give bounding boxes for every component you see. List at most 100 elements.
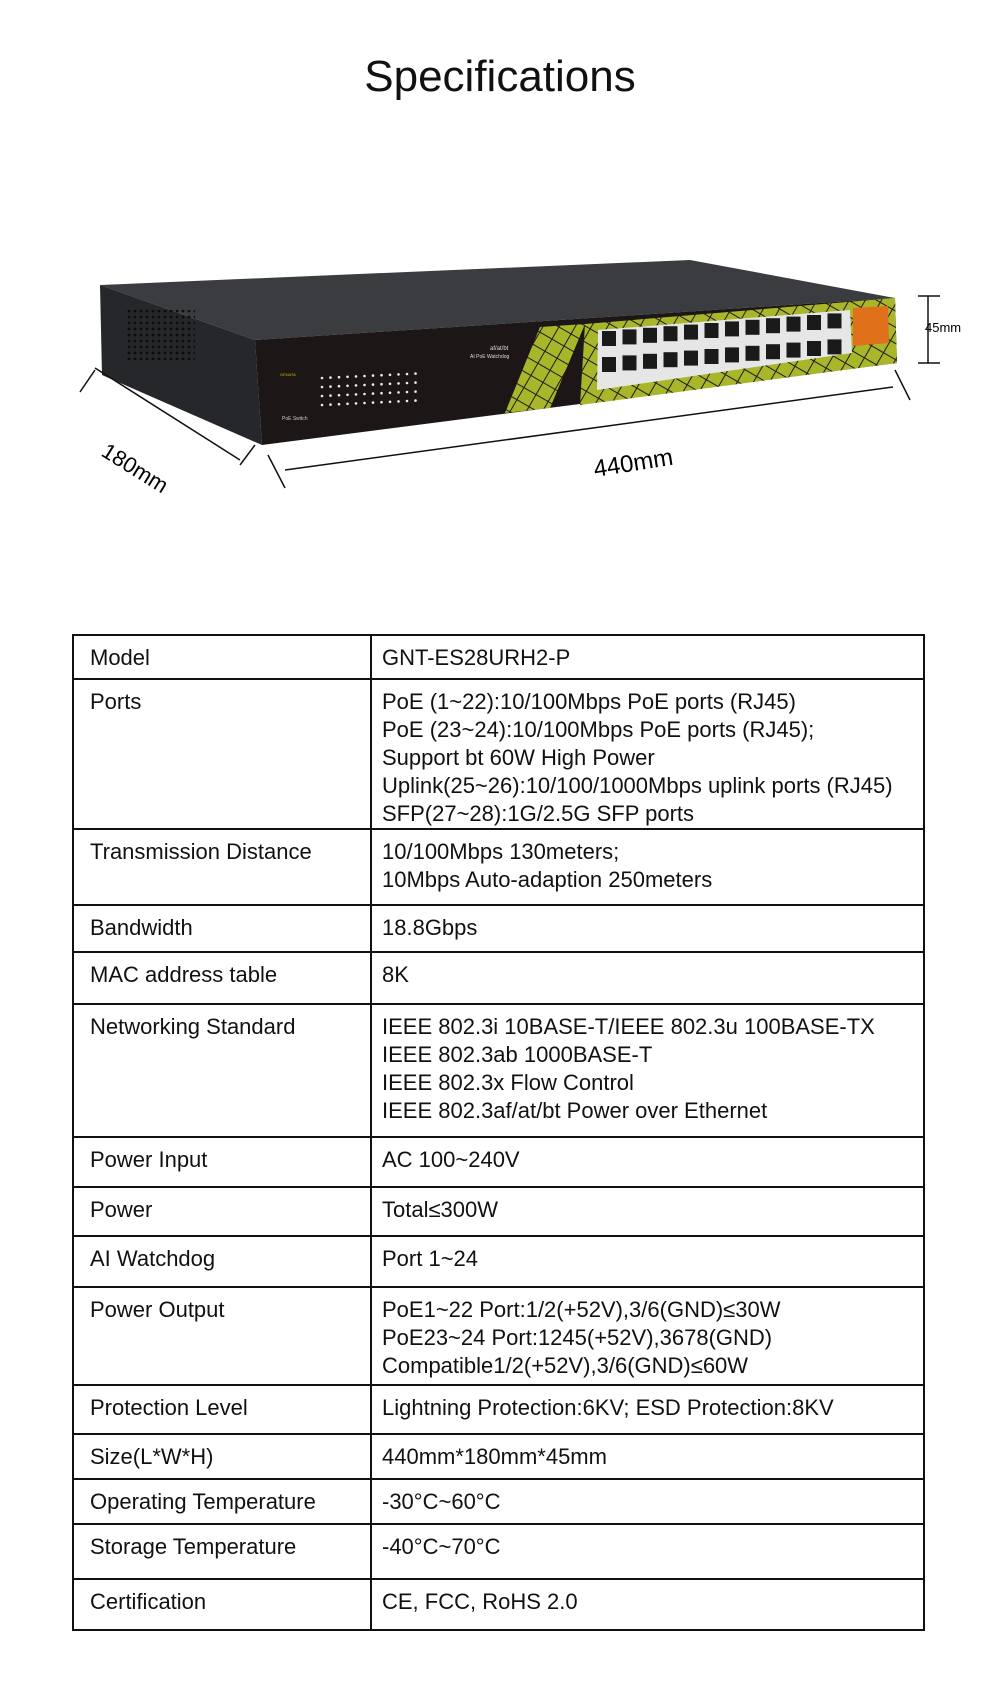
led bbox=[354, 393, 358, 396]
led bbox=[329, 394, 332, 397]
led bbox=[405, 381, 409, 385]
spec-value-line: 8K bbox=[382, 962, 409, 987]
spec-value: 440mm*180mm*45mm bbox=[370, 1433, 925, 1480]
spec-key: Power bbox=[72, 1186, 372, 1237]
rj45-port bbox=[745, 319, 760, 335]
spec-row: Operating Temperature-30°C~60°C bbox=[72, 1478, 925, 1525]
led bbox=[405, 399, 409, 403]
led bbox=[388, 400, 392, 404]
rj45-port bbox=[766, 318, 780, 334]
spec-value-line: Uplink(25~26):10/100/1000Mbps uplink por… bbox=[382, 773, 893, 798]
led bbox=[397, 373, 400, 376]
spec-value: Lightning Protection:6KV; ESD Protection… bbox=[370, 1384, 925, 1435]
rj45-port bbox=[725, 321, 739, 337]
led bbox=[397, 391, 400, 394]
spec-key: Size(L*W*H) bbox=[72, 1433, 372, 1480]
led bbox=[329, 385, 332, 388]
spec-key: Ports bbox=[72, 678, 372, 830]
spec-value: Total≤300W bbox=[370, 1186, 925, 1237]
height-dimension: 45mm bbox=[925, 320, 961, 335]
spec-key: Transmission Distance bbox=[72, 828, 372, 906]
rj45-port bbox=[643, 327, 657, 343]
led bbox=[414, 381, 417, 384]
spec-value-line: PoE (23~24):10/100Mbps PoE ports (RJ45); bbox=[382, 717, 815, 742]
rj45-port bbox=[704, 323, 719, 338]
led bbox=[354, 402, 358, 405]
width-dimension: 180mm bbox=[97, 438, 172, 498]
led bbox=[337, 384, 341, 388]
led bbox=[354, 384, 358, 387]
rj45-port bbox=[684, 350, 698, 366]
front-label: af/at/bt bbox=[490, 346, 509, 352]
led bbox=[405, 390, 409, 394]
rj45-port bbox=[663, 326, 678, 342]
led-indicators bbox=[320, 372, 417, 407]
spec-value-line: AC 100~240V bbox=[382, 1147, 520, 1172]
led bbox=[371, 383, 375, 386]
rj45-port bbox=[663, 352, 678, 368]
led bbox=[371, 374, 375, 377]
spec-row: Ports PoE (1~22):10/100Mbps PoE ports (RJ… bbox=[72, 678, 925, 830]
brand-logo: GENATA bbox=[280, 372, 296, 377]
spec-value-line: -40°C~70°C bbox=[382, 1534, 501, 1559]
spec-key: Certification bbox=[72, 1578, 372, 1631]
led bbox=[397, 382, 400, 385]
spec-value: PoE1~22 Port:1/2(+52V),3/6(GND)≤30W PoE23… bbox=[370, 1286, 925, 1386]
rj45-port bbox=[725, 347, 739, 363]
rj45-port bbox=[745, 345, 760, 361]
spec-value: Port 1~24 bbox=[370, 1235, 925, 1288]
led bbox=[320, 385, 324, 389]
uplink-ports bbox=[853, 306, 889, 346]
spec-value-line: IEEE 802.3x Flow Control bbox=[382, 1070, 634, 1095]
spec-value-line: Support bt 60W High Power bbox=[382, 745, 655, 770]
led bbox=[414, 390, 417, 393]
spec-value: 10/100Mbps 130meters;10Mbps Auto-adaptio… bbox=[370, 828, 925, 906]
spec-value: AC 100~240V bbox=[370, 1136, 925, 1188]
led bbox=[397, 400, 400, 403]
led bbox=[380, 391, 383, 395]
spec-key: Power Output bbox=[72, 1286, 372, 1386]
spec-value-line: Total≤300W bbox=[382, 1197, 499, 1222]
spec-value-line: 10/100Mbps 130meters; bbox=[382, 839, 620, 864]
led bbox=[337, 375, 341, 379]
dimension-lines bbox=[79, 295, 940, 489]
led bbox=[337, 402, 341, 406]
switch-top bbox=[100, 260, 895, 340]
rj45-port bbox=[827, 339, 842, 355]
spec-value-line: Port 1~24 bbox=[382, 1246, 479, 1271]
spec-row: Power Total≤300W bbox=[72, 1186, 925, 1237]
led bbox=[371, 392, 375, 395]
spec-key: Operating Temperature bbox=[72, 1478, 372, 1525]
rj45-port bbox=[704, 349, 719, 364]
spec-value-line: PoE23~24 Port:1245(+52V),3678(GND) bbox=[382, 1325, 773, 1350]
rj45-port bbox=[807, 315, 821, 330]
spec-value-line: 440mm*180mm*45mm bbox=[382, 1444, 607, 1469]
led bbox=[346, 384, 349, 388]
led bbox=[363, 392, 366, 396]
spec-key: Bandwidth bbox=[72, 904, 372, 953]
page-title: Specifications bbox=[364, 52, 636, 101]
rj45-port bbox=[786, 316, 801, 332]
spec-value: 8K bbox=[370, 951, 925, 1005]
spec-value-line: PoE (1~22):10/100Mbps PoE ports (RJ45) bbox=[382, 689, 796, 714]
led bbox=[354, 375, 358, 378]
rj45-port bbox=[622, 329, 637, 345]
rj45-port bbox=[807, 341, 821, 356]
rj45-port bbox=[786, 342, 801, 358]
led bbox=[363, 383, 366, 387]
led bbox=[414, 372, 417, 375]
spec-value: -30°C~60°C bbox=[370, 1478, 925, 1525]
spec-value-line: PoE1~22 Port:1/2(+52V),3/6(GND)≤30W bbox=[382, 1297, 781, 1322]
spec-value: 18.8Gbps bbox=[370, 904, 925, 953]
spec-value: IEEE 802.3i 10BASE-T/IEEE 802.3u 100BASE… bbox=[370, 1003, 925, 1138]
led bbox=[329, 403, 332, 406]
poe-switch-image: af/at/bt AI PoE Watchdog PoE Switch GENA… bbox=[79, 260, 961, 498]
